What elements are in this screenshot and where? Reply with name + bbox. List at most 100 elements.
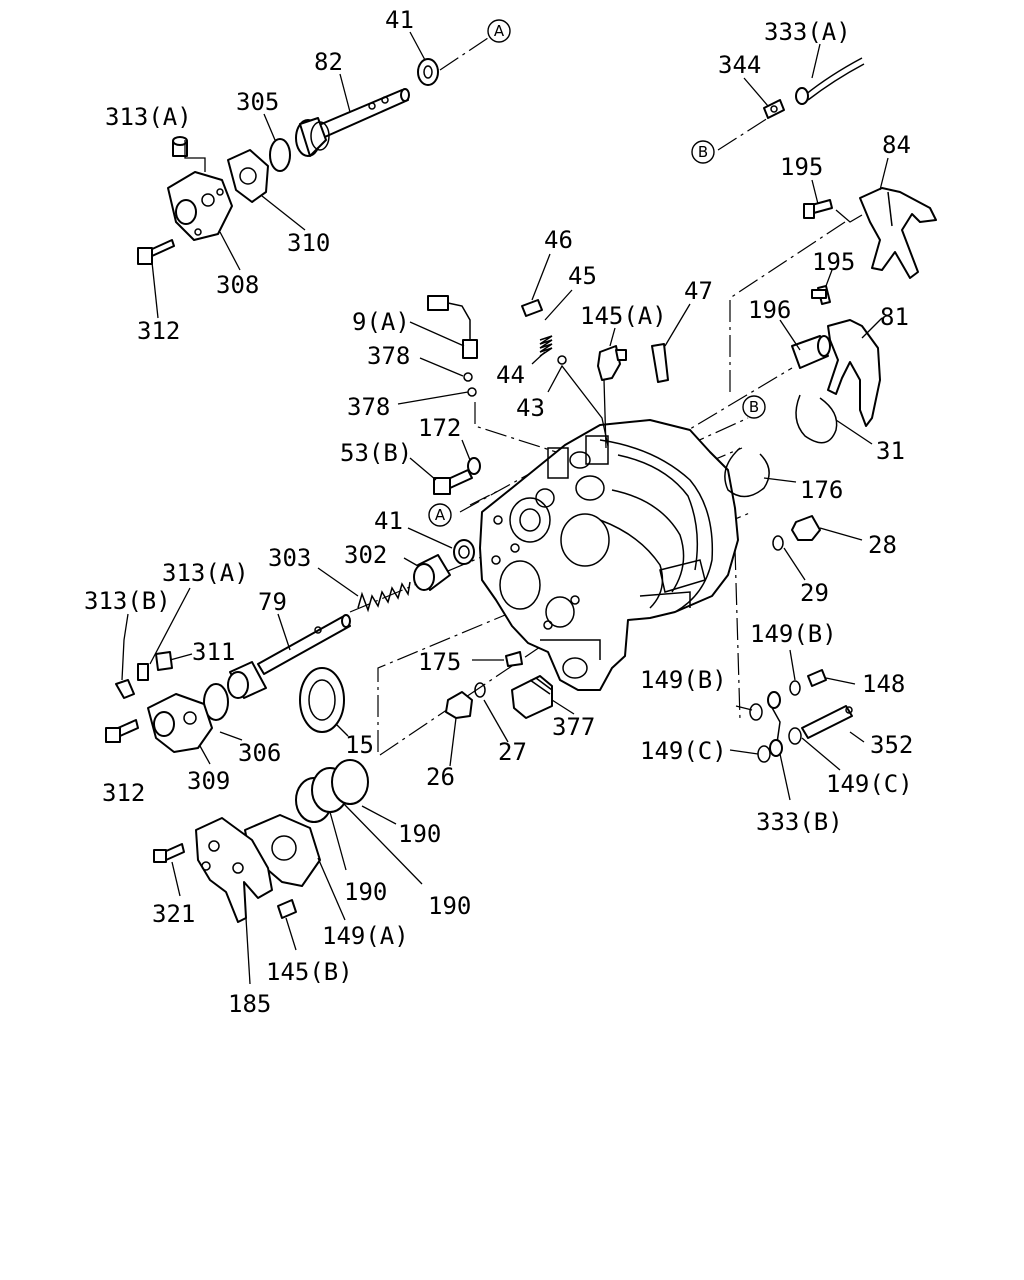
part-175-bolt <box>505 651 523 667</box>
part-53b-bolt <box>433 469 473 495</box>
callout-28: 28 <box>868 531 897 559</box>
part-148-bolt <box>807 669 827 687</box>
callout-312-mid: 312 <box>102 779 145 807</box>
callout-53b: 53(B) <box>340 439 412 467</box>
callout-311: 311 <box>192 638 235 666</box>
part-313a-fitting-mid <box>137 663 149 681</box>
part-9a-switch <box>427 295 478 359</box>
callout-310: 310 <box>287 229 330 257</box>
part-308-cylinder <box>167 171 233 241</box>
callout-352: 352 <box>870 731 913 759</box>
callout-305: 305 <box>236 88 279 116</box>
callout-27: 27 <box>498 738 527 766</box>
part-43-ball <box>557 355 567 365</box>
callout-378-b: 378 <box>347 393 390 421</box>
part-196-collar <box>791 335 831 369</box>
part-333a-pipe <box>795 57 865 105</box>
callout-190-c: 190 <box>428 892 471 920</box>
callout-145a: 145(A) <box>580 302 667 330</box>
callout-82: 82 <box>314 48 343 76</box>
callout-84: 84 <box>882 131 911 159</box>
callout-344: 344 <box>718 51 761 79</box>
callout-9a: 9(A) <box>352 308 410 336</box>
callout-190-b: 190 <box>344 878 387 906</box>
part-84-shift-fork <box>859 187 937 279</box>
part-31-snap-ring <box>795 394 838 444</box>
part-310-gasket <box>227 149 269 203</box>
part-44-spring <box>539 335 553 357</box>
part-352-eye-bolt <box>801 705 853 739</box>
part-321-bolt <box>153 843 185 863</box>
callout-148: 148 <box>862 670 905 698</box>
part-313b-elbow <box>115 679 135 699</box>
callout-labels: 41 82 305 313(A) 310 308 312 333(A) 344 … <box>84 6 913 1018</box>
part-377-drain-plug <box>511 675 553 719</box>
ref-circle-b-mid: B <box>742 395 766 419</box>
transmission-case <box>479 419 739 691</box>
part-195-bolt-top <box>803 199 833 219</box>
part-29-washer <box>772 535 784 551</box>
callout-149b-a: 149(B) <box>640 666 727 694</box>
callout-308: 308 <box>216 271 259 299</box>
part-303-spring <box>357 581 411 613</box>
part-176-snap-ring <box>724 447 770 498</box>
callout-302: 302 <box>344 541 387 569</box>
callout-195-top: 195 <box>780 153 823 181</box>
callout-185: 185 <box>228 990 271 1018</box>
ref-circle-a-top: A <box>487 19 511 43</box>
part-149b-washers <box>749 680 801 721</box>
callout-149c-b: 149(C) <box>826 770 913 798</box>
part-344-union <box>763 99 785 119</box>
ref-letter-b-mid: B <box>749 398 759 416</box>
part-46-plug <box>521 299 543 317</box>
part-302-piston <box>413 554 451 591</box>
callout-15: 15 <box>345 731 374 759</box>
callout-79: 79 <box>258 588 287 616</box>
part-47-plunger <box>651 343 669 383</box>
part-311-fitting <box>155 651 173 671</box>
callout-41-top: 41 <box>385 6 414 34</box>
ref-letter-a-top: A <box>494 22 505 40</box>
callout-172: 172 <box>418 414 461 442</box>
part-309-cylinder <box>147 693 213 753</box>
part-82-shift-rod <box>311 88 410 141</box>
part-28-plug <box>791 515 821 541</box>
callout-313a-top: 313(A) <box>105 103 192 131</box>
part-26-plug <box>445 691 473 719</box>
callout-47: 47 <box>684 277 713 305</box>
callout-149b-b: 149(B) <box>750 620 837 648</box>
part-195-bolt-mid <box>811 285 831 305</box>
callout-195-mid: 195 <box>812 248 855 276</box>
part-333b-pipe <box>767 691 783 757</box>
callout-196: 196 <box>748 296 791 324</box>
callout-145b: 145(B) <box>266 958 353 986</box>
callout-41-mid: 41 <box>374 507 403 535</box>
callout-149c-a: 149(C) <box>640 737 727 765</box>
callout-333b: 333(B) <box>756 808 843 836</box>
part-312-bolt-top <box>137 239 175 265</box>
callout-176: 176 <box>800 476 843 504</box>
part-145a-fitting <box>597 345 627 381</box>
callout-81: 81 <box>880 303 909 331</box>
part-306-o-ring <box>203 683 229 721</box>
part-15-oil-seal <box>299 667 345 733</box>
part-79-piston <box>227 661 267 699</box>
part-41-seal-top <box>417 58 439 86</box>
callout-29: 29 <box>800 579 829 607</box>
callout-31: 31 <box>876 437 905 465</box>
callout-149a: 149(A) <box>322 922 409 950</box>
callout-309: 309 <box>187 767 230 795</box>
ref-letter-b-top: B <box>698 143 708 161</box>
leader-lines <box>121 31 889 985</box>
callout-312-top: 312 <box>137 317 180 345</box>
part-27-washer <box>474 682 486 698</box>
part-81-shift-fork <box>827 319 881 427</box>
ref-circle-a-mid: A <box>428 503 452 527</box>
callout-45: 45 <box>568 262 597 290</box>
part-313a-fitting-top <box>172 136 188 157</box>
callout-313b: 313(B) <box>84 587 171 615</box>
part-79-shift-rod <box>257 614 351 675</box>
callout-44: 44 <box>496 361 525 389</box>
part-185-bracket <box>195 817 273 923</box>
